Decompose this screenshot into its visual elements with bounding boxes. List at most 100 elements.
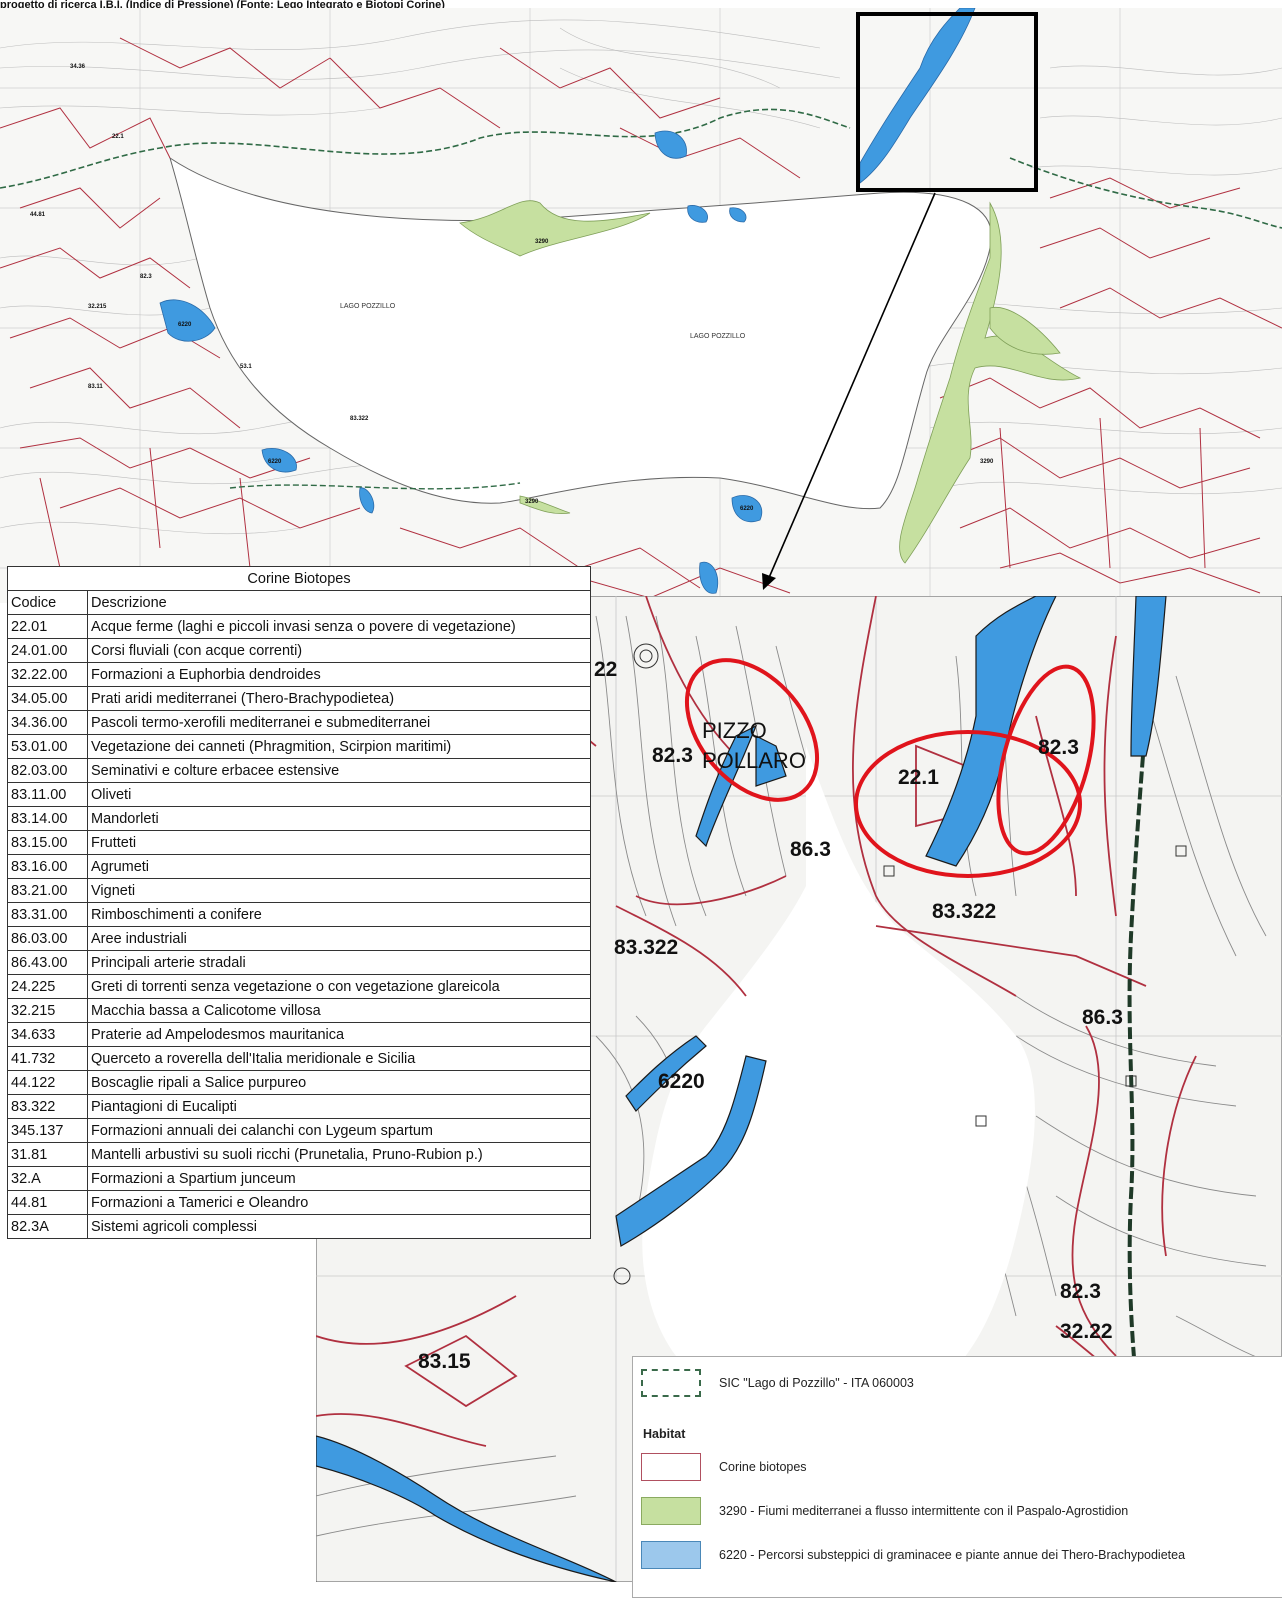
inset-arrow-line: [767, 192, 936, 581]
cell-descrizione: Formazioni a Spartium junceum: [87, 1166, 591, 1191]
overview-code-labels: 3290 3290 6220 6220 3290 6220 83.322 34.…: [30, 64, 994, 512]
cell-codice: 83.15.00: [7, 830, 88, 855]
map-caption: progetto di ricerca I.B.I. (Indice di Pr…: [0, 0, 445, 11]
code-label: 6220: [268, 459, 282, 465]
cell-codice: 83.21.00: [7, 878, 88, 903]
cell-codice: 44.122: [7, 1070, 88, 1095]
code-label: 22: [594, 658, 617, 681]
lake-pozzillo: [169, 156, 992, 510]
corine-biotopes-table: Corine Biotopes Codice Descrizione 22.01…: [7, 566, 591, 1239]
cell-codice: 83.14.00: [7, 806, 88, 831]
cell-descrizione: Acque ferme (laghi e piccoli invasi senz…: [87, 614, 591, 639]
code-label: 83.322: [350, 416, 369, 422]
cell-descrizione: Prati aridi mediterranei (Thero-Brachypo…: [87, 686, 591, 711]
cell-descrizione: Boscaglie ripali a Salice purpureo: [87, 1070, 591, 1095]
code-label: 22.1: [112, 134, 124, 140]
cell-descrizione: Rimboschimenti a conifere: [87, 902, 591, 927]
cell-codice: 24.225: [7, 974, 88, 999]
inset-arrow-head: [762, 573, 776, 590]
cell-descrizione: Praterie ad Ampelodesmos mauritanica: [87, 1022, 591, 1047]
code-label: 83.322: [932, 900, 996, 923]
cell-descrizione: Querceto a roverella dell'Italia meridio…: [87, 1046, 591, 1071]
cell-descrizione: Formazioni annuali dei calanchi con Lyge…: [87, 1118, 591, 1143]
habitat-6220-areas: [159, 8, 976, 594]
cell-codice: 32.22.00: [7, 662, 88, 687]
cell-descrizione: Seminativi e colture erbacee estensive: [87, 758, 591, 783]
legend-row-sic: SIC "Lago di Pozzillo" - ITA 060003: [641, 1369, 914, 1397]
detail-habitat-6220: [316, 596, 1167, 1582]
legend-heading-habitat: Habitat: [643, 1427, 686, 1441]
code-label: 6220: [740, 506, 754, 512]
code-label: 3290: [980, 459, 994, 465]
cell-codice: 345.137: [7, 1118, 88, 1143]
cell-codice: 86.43.00: [7, 950, 88, 975]
cell-descrizione: Principali arterie stradali: [87, 950, 591, 975]
legend-label-corine: Corine biotopes: [719, 1460, 807, 1474]
cell-codice: 24.01.00: [7, 638, 88, 663]
legend-row-3290: 3290 - Fiumi mediterranei a flusso inter…: [641, 1497, 1128, 1525]
cell-codice: 34.36.00: [7, 710, 88, 735]
cell-codice: 82.3A: [7, 1214, 88, 1239]
place-label-pizzo: PIZZO: [702, 718, 767, 743]
legend-label-6220: 6220 - Percorsi substeppici di graminace…: [719, 1548, 1186, 1562]
code-label: 6220: [178, 322, 192, 328]
legend-swatch-sic: [641, 1369, 701, 1397]
code-label: 6220: [658, 1070, 705, 1093]
code-label: 83.15: [418, 1350, 471, 1373]
cell-codice: 83.16.00: [7, 854, 88, 879]
place-label-pollaro: POLLARO: [702, 748, 806, 773]
lake-label-right: LAGO POZZILLO: [690, 333, 746, 340]
table-title: Corine Biotopes: [7, 566, 591, 591]
map-legend: SIC "Lago di Pozzillo" - ITA 060003 Habi…: [632, 1356, 1282, 1598]
cell-codice: 31.81: [7, 1142, 88, 1167]
cell-descrizione: Vegetazione dei canneti (Phragmition, Sc…: [87, 734, 591, 759]
contour-lines: [0, 19, 1282, 535]
code-label: 83.322: [614, 936, 678, 959]
code-label: 82.3: [1060, 1280, 1101, 1303]
code-label: 82.3: [140, 274, 152, 280]
cell-descrizione: Oliveti: [87, 782, 591, 807]
overview-map[interactable]: LAGO POZZILLO LAGO POZZILLO 3290 3290 62…: [0, 8, 1282, 603]
cell-codice: 83.11.00: [7, 782, 88, 807]
inset-frame[interactable]: [856, 12, 1038, 192]
cell-descrizione: Pascoli termo-xerofili mediterranei e su…: [87, 710, 591, 735]
cell-descrizione: Frutteti: [87, 830, 591, 855]
cell-codice: 82.03.00: [7, 758, 88, 783]
code-label: 53.1: [240, 364, 252, 370]
cell-descrizione: Mantelli arbustivi su suoli ricchi (Prun…: [87, 1142, 591, 1167]
habitat-3290-areas: [459, 200, 1082, 564]
code-label: 83.11: [88, 384, 103, 390]
cell-codice: 34.633: [7, 1022, 88, 1047]
cell-codice: 22.01: [7, 614, 88, 639]
code-label: 3290: [525, 499, 539, 505]
cell-descrizione: Sistemi agricoli complessi: [87, 1214, 591, 1239]
highlight-ellipses: [684, 658, 1096, 878]
code-label: 3290: [535, 239, 549, 245]
terrain-symbols: [613, 643, 1187, 1285]
cell-descrizione: Formazioni a Tamerici e Oleandro: [87, 1190, 591, 1215]
cell-codice: 32.215: [7, 998, 88, 1023]
code-label: 32.22: [1060, 1320, 1113, 1343]
cell-descrizione: Vigneti: [87, 878, 591, 903]
